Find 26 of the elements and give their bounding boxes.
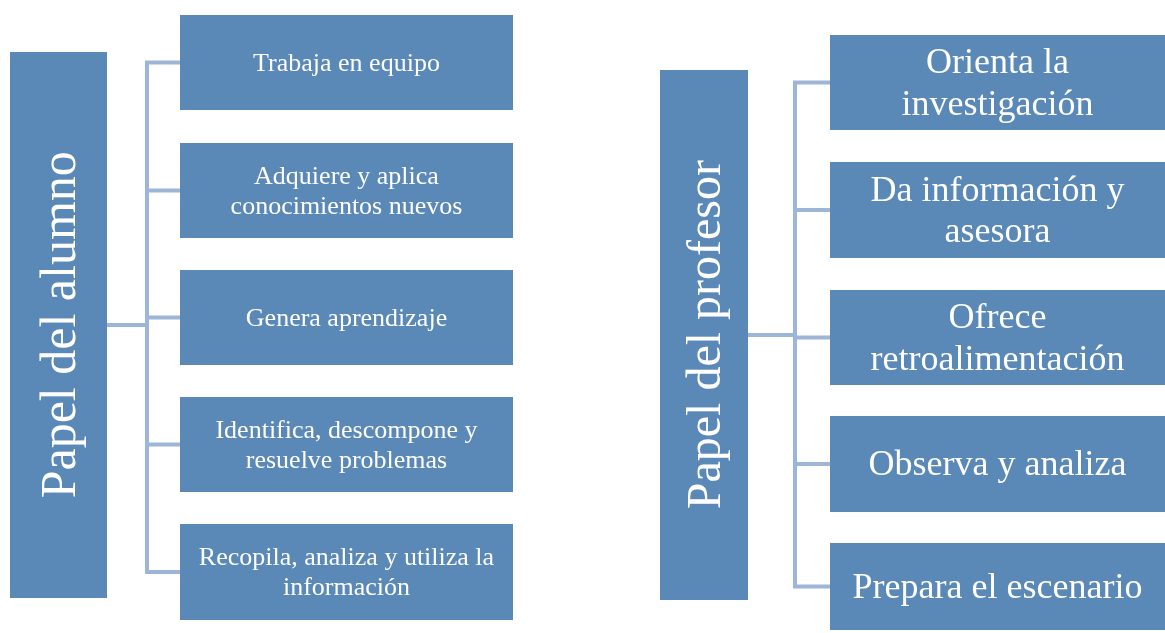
title-bar bbox=[660, 70, 748, 600]
role-text: Prepara el escenario bbox=[852, 565, 1143, 608]
role-box bbox=[830, 290, 1165, 385]
role-box bbox=[830, 35, 1165, 130]
role-box bbox=[180, 270, 513, 365]
role-text: Trabaja en equipo bbox=[253, 47, 440, 78]
role-box bbox=[180, 524, 513, 620]
role-box bbox=[830, 543, 1165, 630]
role-text: Recopila, analiza y utiliza la información bbox=[197, 542, 496, 602]
role-box bbox=[180, 143, 513, 238]
role-text: Identifica, descompone y resuelve problemas bbox=[214, 414, 479, 475]
vertical-title: Papel del profesor bbox=[676, 160, 732, 510]
role-box bbox=[830, 162, 1165, 258]
connector-line bbox=[107, 323, 180, 574]
role-text: Adquiere y aplica conocimientos nuevos bbox=[229, 160, 464, 221]
connector-line bbox=[748, 333, 830, 589]
role-box bbox=[180, 15, 513, 110]
role-text: Orienta la investigación bbox=[900, 41, 1095, 124]
role-text: Genera aprendizaje bbox=[245, 302, 448, 333]
vertical-title: Papel del alumno bbox=[29, 151, 87, 499]
role-text: Ofrece retroalimentación bbox=[869, 296, 1126, 379]
role-box bbox=[180, 397, 513, 492]
role-box bbox=[830, 416, 1165, 512]
title-bar bbox=[10, 52, 107, 598]
role-text: Observa y analiza bbox=[868, 443, 1127, 485]
role-text: Da información y asesora bbox=[869, 168, 1126, 252]
